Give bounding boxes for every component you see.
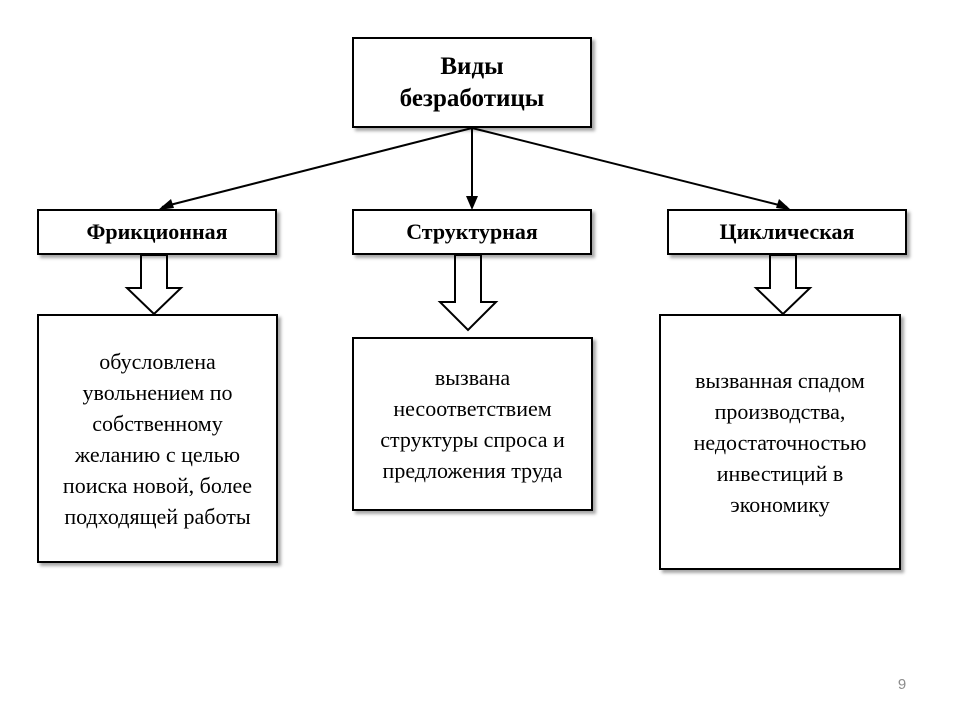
description-structural: вызвана несоответствием структуры спроса… bbox=[380, 365, 565, 483]
block-arrow-structural bbox=[437, 254, 499, 332]
arrowhead-structural bbox=[466, 196, 478, 210]
diagram-title: Виды безработицы bbox=[399, 52, 545, 112]
description-box-cyclical: вызванная спадом производства, недостато… bbox=[659, 314, 901, 570]
description-frictional: обусловлена увольнением по собственному … bbox=[62, 348, 253, 529]
page-number: 9 bbox=[897, 676, 907, 693]
description-box-frictional: обусловлена увольнением по собственному … bbox=[37, 314, 278, 563]
arrowhead-frictional bbox=[158, 199, 174, 210]
description-cyclical: вызванная спадом производства, недостато… bbox=[693, 367, 867, 517]
connector-to-cyclical bbox=[471, 127, 788, 208]
type-box-structural: Структурная bbox=[352, 209, 592, 255]
block-arrow-cyclical bbox=[753, 254, 813, 316]
type-box-cyclical: Циклическая bbox=[667, 209, 907, 255]
type-label-structural: Структурная bbox=[406, 219, 538, 244]
block-arrow-frictional bbox=[124, 254, 184, 316]
type-label-cyclical: Циклическая bbox=[719, 219, 855, 244]
arrowhead-cyclical bbox=[776, 199, 791, 210]
type-box-frictional: Фрикционная bbox=[37, 209, 277, 255]
type-label-frictional: Фрикционная bbox=[86, 219, 228, 244]
connector-to-frictional bbox=[161, 127, 473, 208]
diagram-title-box: Виды безработицы bbox=[352, 37, 592, 128]
description-box-structural: вызвана несоответствием структуры спроса… bbox=[352, 337, 593, 511]
